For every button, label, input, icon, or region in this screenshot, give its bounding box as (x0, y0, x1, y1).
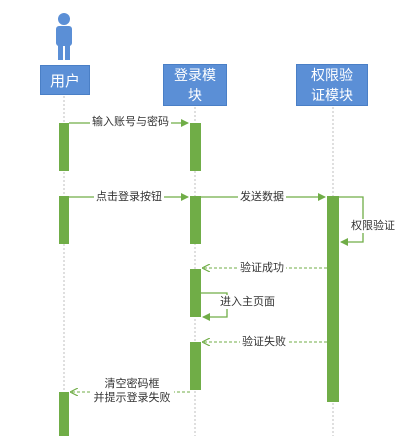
label-verify-fail: 验证失败 (240, 335, 288, 349)
label-send-data: 发送数据 (238, 190, 286, 204)
label-click-login: 点击登录按钮 (94, 190, 164, 204)
label-verify-success: 验证成功 (238, 261, 286, 275)
label-clear-password-line2: 并提示登录失败 (93, 391, 171, 404)
activation-login-2 (190, 196, 201, 244)
activation-user-2 (59, 196, 69, 244)
activation-user-1 (59, 123, 69, 171)
label-clear-password-line1: 清空密码框 (104, 377, 160, 390)
participant-auth-module: 权限验 证模块 (296, 64, 368, 106)
participant-auth-label-line1: 权限验 (311, 68, 353, 84)
label-enter-main: 进入主页面 (218, 295, 277, 309)
label-input-credentials: 输入账号与密码 (90, 115, 171, 129)
participant-login-label-line1: 登录模 (174, 68, 216, 84)
participant-login-module: 登录模 块 (163, 64, 227, 106)
person-icon (56, 13, 72, 60)
activation-user-3 (59, 392, 69, 436)
participant-user: 用户 (40, 65, 90, 95)
participant-auth-label-line2: 证模块 (311, 88, 353, 104)
activation-login-3 (190, 269, 201, 317)
activation-login-1 (190, 123, 201, 171)
label-clear-password: 清空密码框 并提示登录失败 (90, 377, 174, 405)
label-permission-check: 权限验证 (349, 219, 397, 233)
activation-login-4 (190, 342, 201, 390)
participant-login-label-line2: 块 (188, 88, 202, 104)
activation-auth (327, 196, 339, 402)
participant-user-label: 用户 (49, 72, 80, 90)
